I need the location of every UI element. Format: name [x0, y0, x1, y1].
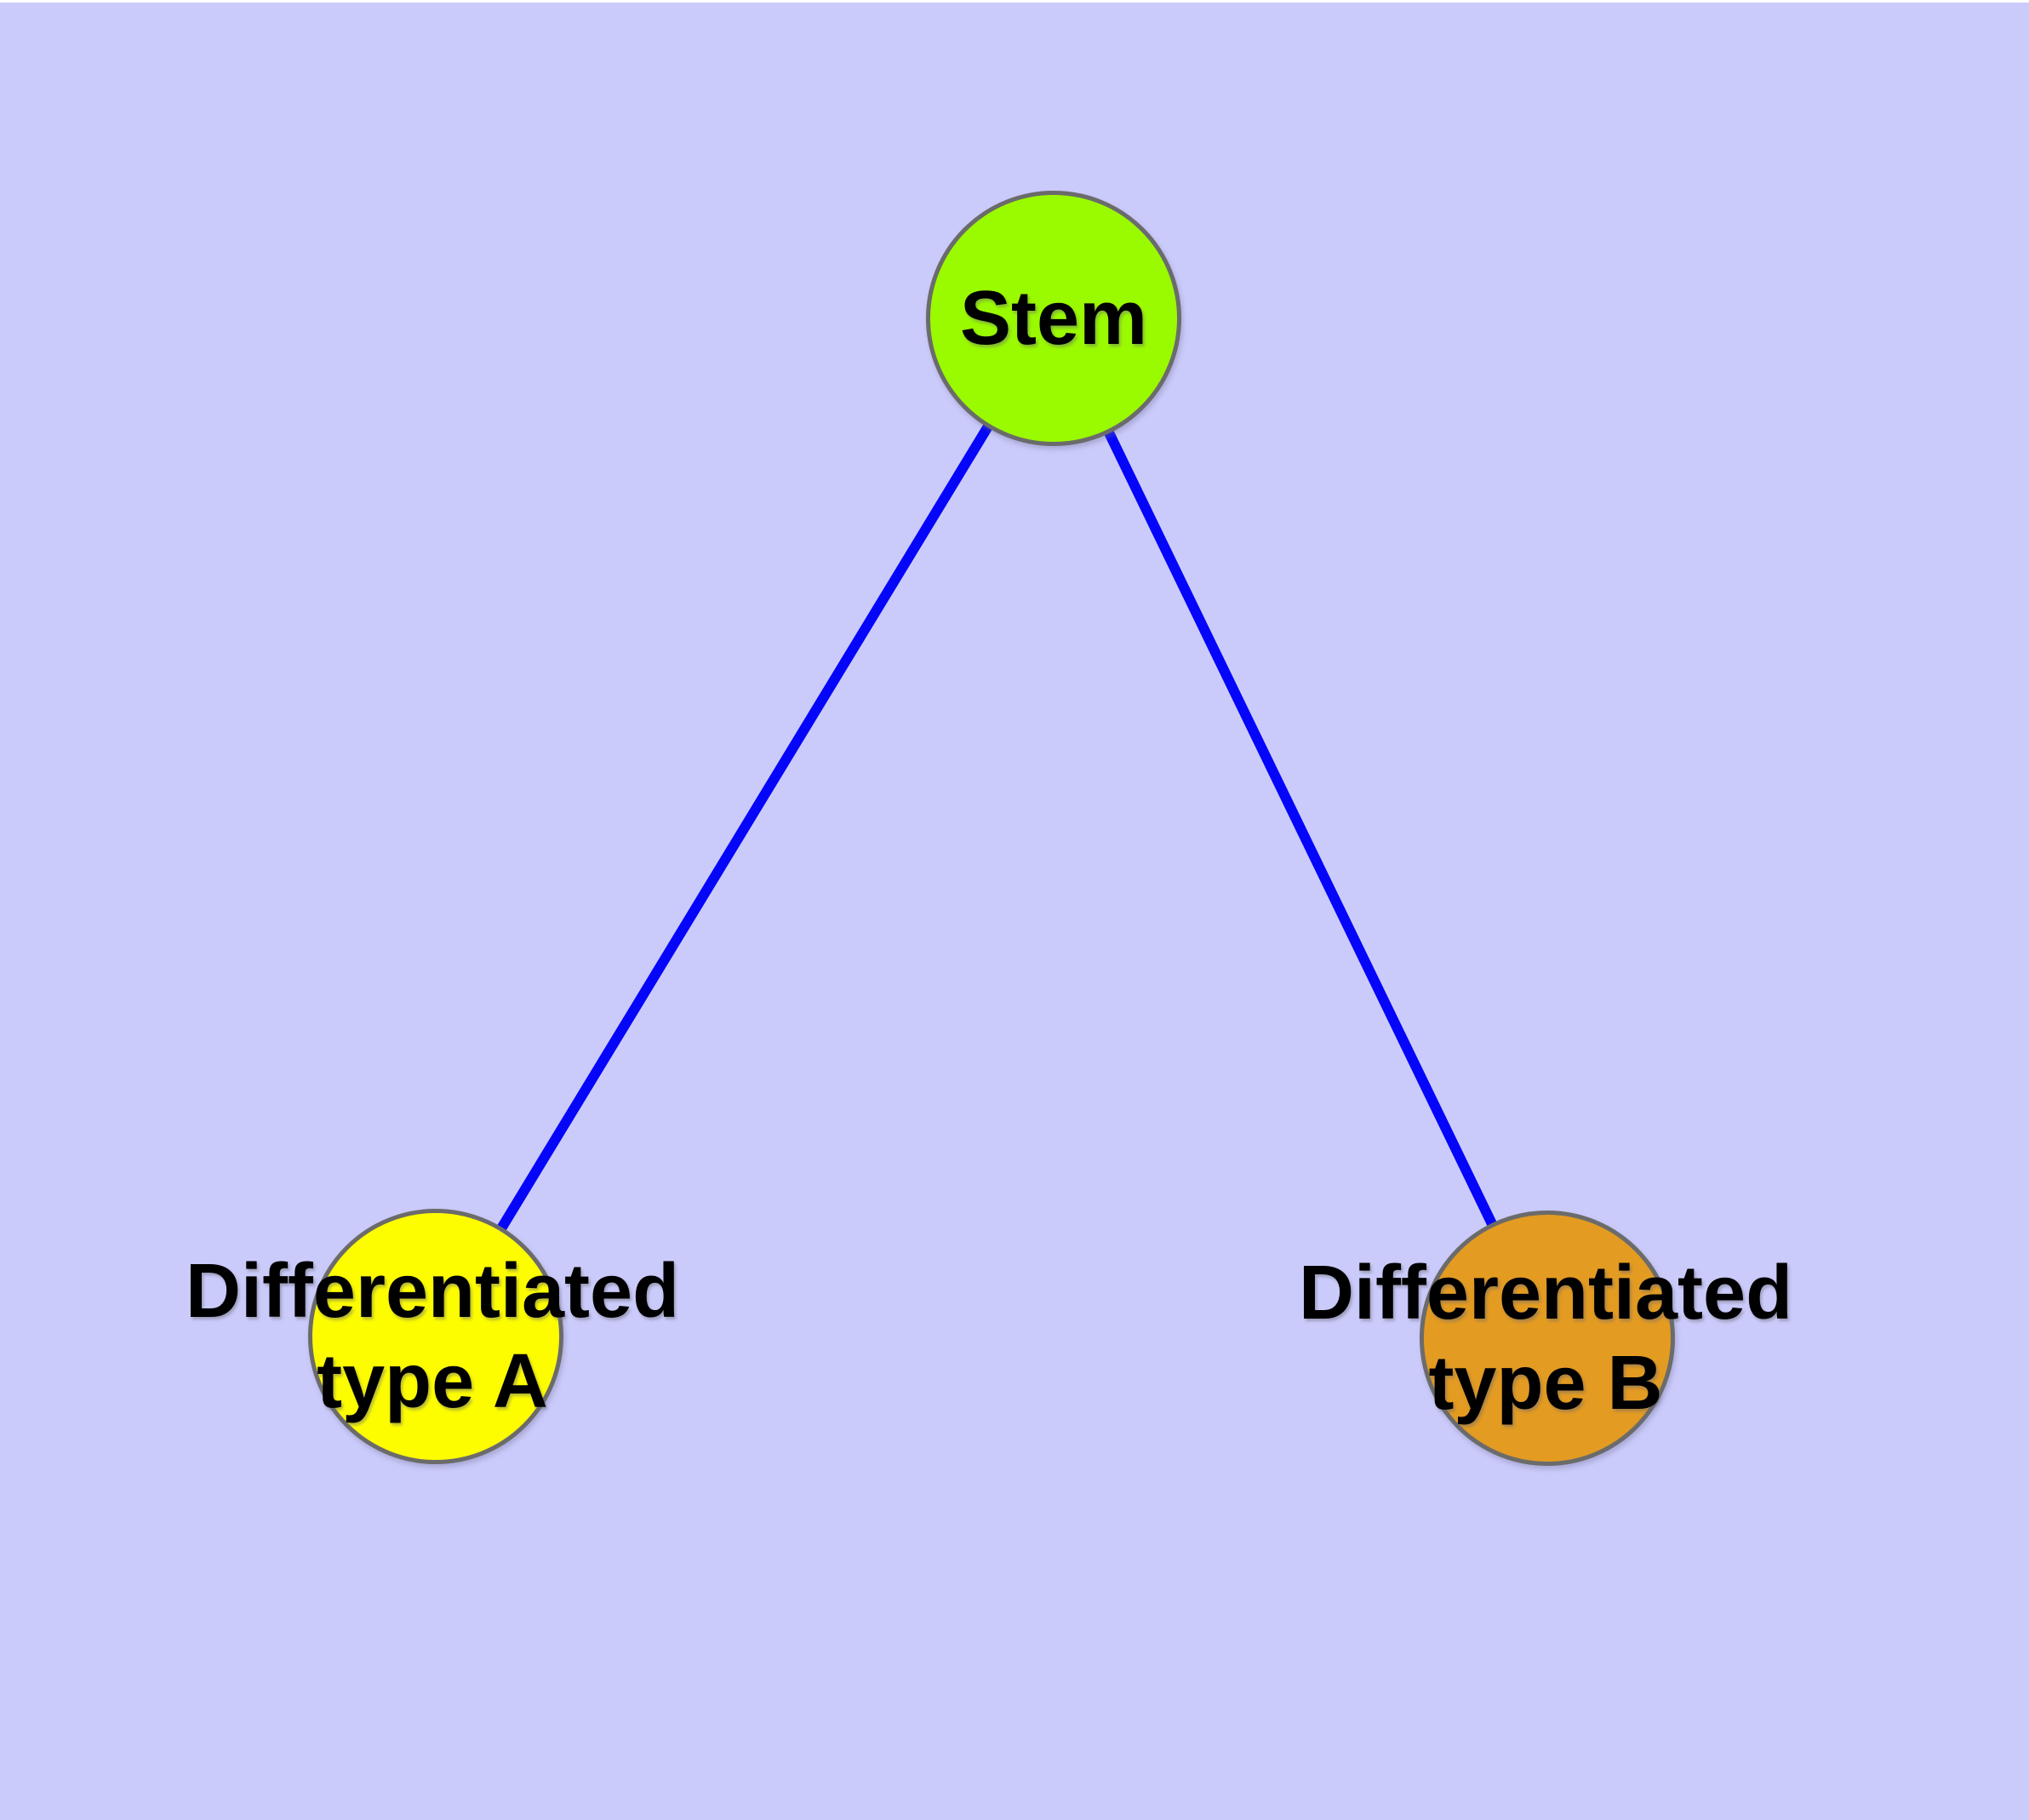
node-stem: [926, 191, 1181, 446]
node-label-differentiated-type-a: Differentiated type A: [186, 1246, 679, 1427]
label-line-differentiated: Differentiated: [185, 1249, 680, 1334]
node-differentiated-type-b: [1420, 1210, 1675, 1466]
node-differentiated-type-a: [308, 1209, 563, 1464]
edge-stem-to-type-b: [1049, 316, 1552, 1341]
node-label-stem: Stem: [960, 273, 1147, 363]
label-line-stem: Stem: [959, 276, 1148, 361]
label-line-type-b: type B: [1428, 1341, 1663, 1426]
edge-stem-to-type-a: [431, 315, 1059, 1340]
label-line-differentiated: Differentiated: [1298, 1251, 1793, 1336]
screenshot-top-edge: [0, 0, 2029, 3]
label-line-type-a: type A: [317, 1339, 548, 1424]
node-label-differentiated-type-b: Differentiated type B: [1299, 1248, 1792, 1428]
